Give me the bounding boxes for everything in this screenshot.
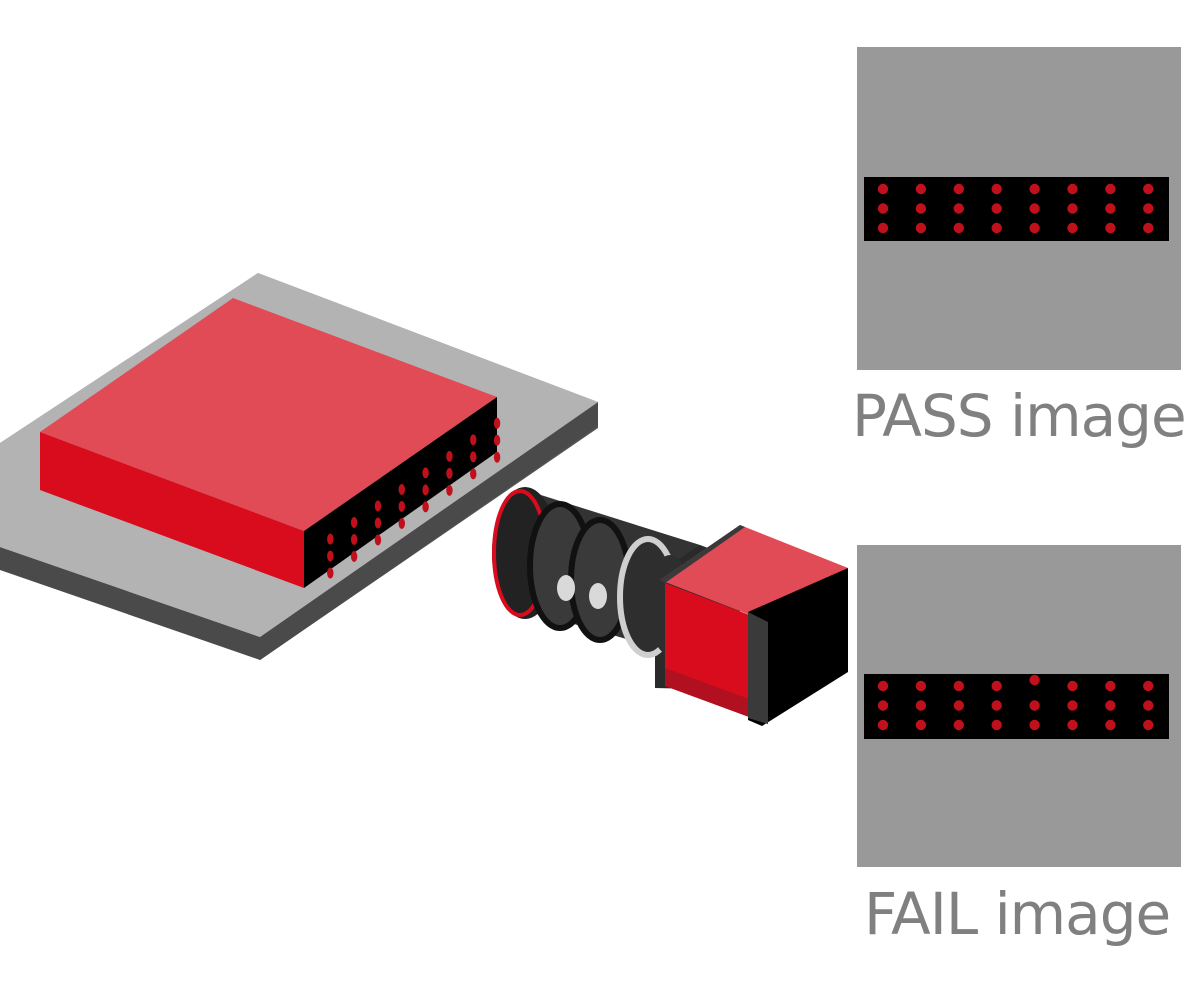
pin-dot: [1029, 700, 1040, 711]
box-pin-dot: [446, 467, 453, 479]
pass-image-panel: [857, 47, 1181, 370]
pin-dot: [1105, 183, 1116, 195]
box-pin-grid: [327, 417, 501, 579]
fail-pin-grid: [877, 674, 1154, 731]
pin-dot: [1029, 719, 1040, 731]
box-pin-dot: [493, 451, 501, 463]
focus-knob-icon: [589, 583, 607, 609]
pin-dot: [877, 222, 889, 234]
box-pin-dot: [470, 451, 477, 463]
box-pin-dot: [374, 517, 382, 529]
pin-dot: [953, 183, 964, 195]
pin-dot: [1067, 183, 1078, 195]
pin-dot: [1143, 203, 1154, 214]
pin-dot: [915, 700, 927, 711]
pin-dot: [991, 719, 1002, 731]
box-pin-dot: [398, 483, 405, 495]
pin-dot: [1029, 222, 1040, 234]
pin-dot: [877, 700, 889, 711]
pass-image-label: PASS image: [852, 382, 1187, 450]
pin-dot: [915, 719, 927, 731]
pin-dot: [915, 680, 927, 692]
box-pin-dot: [350, 534, 358, 546]
box-pin-dot: [398, 517, 405, 529]
pin-dot: [953, 203, 964, 214]
pin-dot: [1029, 203, 1040, 214]
pin-dot: [877, 719, 889, 731]
box-pin-dot: [350, 517, 358, 529]
pin-dot: [991, 203, 1002, 214]
pin-dot: [1143, 680, 1154, 692]
pin-dot: [1067, 203, 1078, 214]
pin-dot: [991, 183, 1002, 195]
pin-dot: [1105, 719, 1116, 731]
pin-dot: [1029, 183, 1040, 195]
pin-dot: [953, 700, 964, 711]
pin-dot: [877, 183, 889, 195]
base-plate-right-side: [260, 402, 598, 660]
pin-dot: [1067, 680, 1078, 692]
pin-dot: [877, 203, 889, 214]
pin-dot: [1105, 203, 1116, 214]
box-pin-dot: [327, 550, 334, 562]
camera-body-top-edge: [660, 525, 745, 583]
pin-dot: [991, 680, 1002, 692]
camera-body-side-edge: [748, 612, 768, 724]
box-pin-dot: [374, 500, 382, 512]
pin-dot: [1029, 674, 1040, 686]
box-pin-dot: [446, 484, 453, 496]
box-pin-dot: [470, 434, 477, 446]
box-pin-dot: [422, 467, 429, 479]
box-pin-dot: [350, 551, 358, 563]
box-pin-dot: [398, 500, 405, 512]
pin-dot: [1067, 222, 1078, 234]
pin-dot: [915, 203, 927, 214]
box-pin-dot: [446, 450, 453, 462]
pin-dot: [877, 680, 889, 692]
camera: [492, 487, 848, 726]
camera-body-side: [748, 568, 848, 726]
pin-dot: [1143, 700, 1154, 711]
pin-dot: [1105, 222, 1116, 234]
box-pin-dot: [470, 468, 477, 480]
pass-pin-grid: [877, 183, 1154, 234]
pin-dot: [1143, 222, 1154, 234]
box-pin-dot: [493, 434, 501, 446]
box-pin-dot: [422, 484, 429, 496]
pin-dot: [991, 222, 1002, 234]
pin-dot: [1067, 719, 1078, 731]
pin-dot: [915, 222, 927, 234]
pin-dot: [1067, 700, 1078, 711]
pin-dot: [991, 700, 1002, 711]
box-pin-dot: [422, 501, 429, 513]
pin-dot: [1143, 719, 1154, 731]
focus-knob-icon: [557, 575, 575, 601]
box-top-face: [40, 298, 497, 531]
pin-dot: [915, 183, 927, 195]
base-plate-side: [0, 547, 260, 660]
pin-dot: [1105, 680, 1116, 692]
box-pin-dot: [493, 417, 501, 429]
pin-dot: [953, 680, 964, 692]
box-pin-dot: [327, 567, 334, 579]
box-front-face: [40, 432, 304, 588]
camera-body-front-lower: [665, 668, 768, 724]
pin-dot: [953, 222, 964, 234]
inspected-object: [0, 273, 598, 660]
box-pin-dot: [374, 534, 382, 546]
pin-dot: [953, 719, 964, 731]
pin-dot: [1143, 183, 1154, 195]
pin-dot: [1105, 700, 1116, 711]
box-pin-dot: [327, 533, 334, 545]
fail-pin-strip: [864, 674, 1169, 739]
pass-pin-strip: [864, 177, 1169, 241]
fail-image-panel: [857, 545, 1181, 867]
fail-image-label: FAIL image: [864, 880, 1171, 948]
